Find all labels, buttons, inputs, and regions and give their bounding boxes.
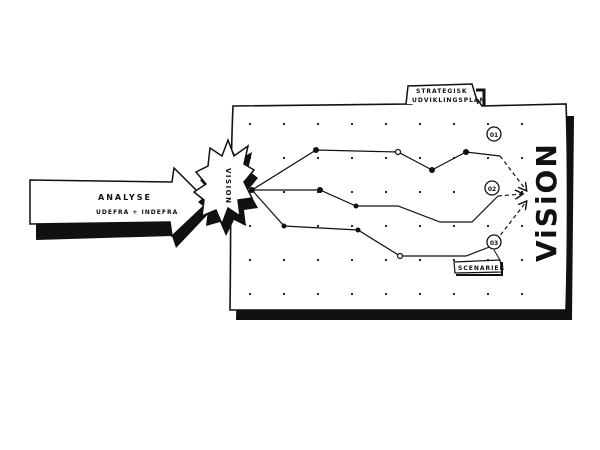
grid-dot [520,292,524,296]
grid-dot [316,258,320,262]
grid-dot [418,224,422,228]
grid-dot [520,122,524,126]
analysis-subtitle: UDEFRA + INDEFRA [96,209,178,216]
scenario-path-1-dash [499,155,526,190]
scenario-path-1 [251,149,501,191]
grid-dot [248,224,252,228]
grid-dot [452,190,456,194]
scenario-marker-1: 01 [486,126,502,142]
grid-dot [384,156,388,160]
grid-dot [520,156,524,160]
scenario-path-2 [252,189,499,223]
vision-burst [192,137,256,227]
svg-text:02: 02 [488,186,496,193]
grid-dot [350,224,354,228]
grid-dot [350,258,354,262]
vision-title: ViSiON [530,142,563,262]
grid-dot [282,122,286,126]
grid-dot [248,122,252,126]
scenario-marker-2: 02 [484,180,500,196]
grid-dot [418,292,422,296]
scenario-path-3 [251,189,493,257]
grid-dot [384,122,388,126]
grid-dot [248,292,252,296]
svg-text:SCENARIER: SCENARIER [458,265,505,272]
grid-dot [316,292,320,296]
grid-dot [316,122,320,126]
grid-dot [486,156,490,160]
grid-dot [282,258,286,262]
tab-label-line1: STRATEGISK [416,88,468,95]
grid-dot [486,292,490,296]
grid-dot [486,224,490,228]
scenario-tag: SCENARIER [453,249,505,276]
grid-dot [384,190,388,194]
grid-dot [452,292,456,296]
tab-label-line2: UDVIKLINGSPLAN [412,97,486,104]
grid-dot [350,122,354,126]
plan-board [229,99,569,311]
grid-dot [384,292,388,296]
analysis-title: ANALYSE [98,193,152,202]
grid-dot [282,292,286,296]
grid-dot [418,156,422,160]
grid-dot [350,292,354,296]
grid-dot [418,190,422,194]
grid-dot [316,224,320,228]
grid-dot [350,156,354,160]
scenario-marker-3: 03 [486,234,502,250]
grid-dot [384,258,388,262]
plan-tab: STRATEGISK UDVIKLINGSPLAN [405,83,486,106]
grid-dot [248,258,252,262]
grid-dot [418,122,422,126]
svg-text:03: 03 [490,240,498,247]
grid-dot [384,224,388,228]
grid-dot [282,156,286,160]
grid-dot [282,190,286,194]
grid-dot [520,224,524,228]
grid-dot [316,156,320,160]
grid-dot [452,224,456,228]
grid-dot [452,258,456,262]
vision-burst-label: VISION [224,168,232,204]
grid-dot [452,122,456,126]
grid-dot [350,190,354,194]
grid-dot [520,190,524,194]
svg-text:01: 01 [490,132,498,139]
grid-dot [418,258,422,262]
grid-dot [486,122,490,126]
grid-dot [520,258,524,262]
analysis-arrow [29,166,210,238]
milestones [249,147,469,260]
